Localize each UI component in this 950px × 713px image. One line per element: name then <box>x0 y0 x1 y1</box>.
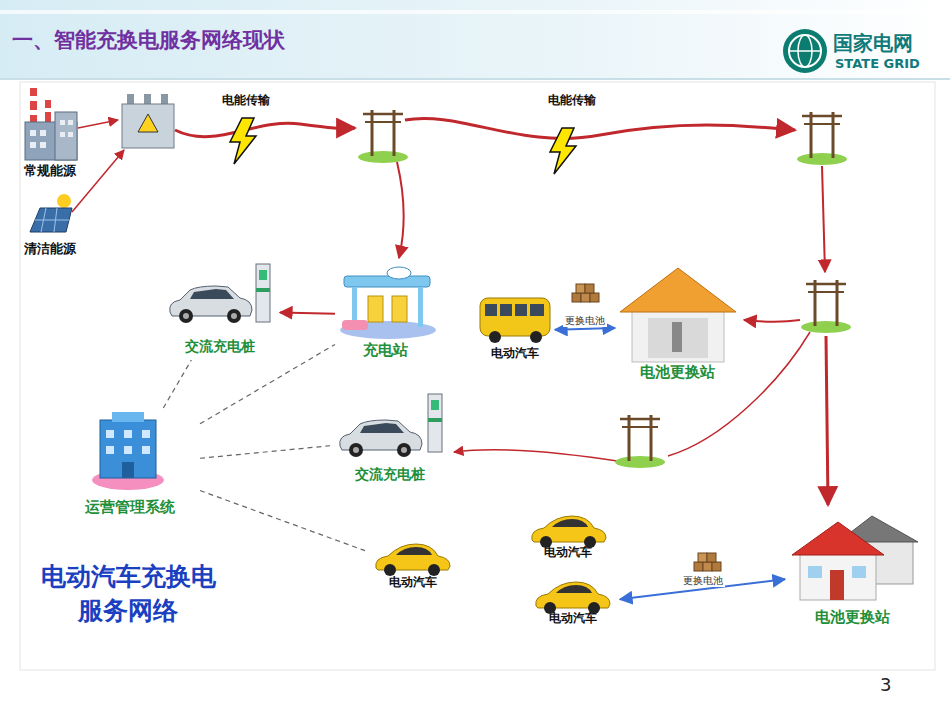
node-label: 电动汽车 <box>520 546 615 560</box>
logo-text: STATE GRID <box>835 56 920 71</box>
page-number: 3 <box>880 674 891 695</box>
node-label: 充电站 <box>335 342 435 359</box>
ac-charger-icon <box>170 264 270 323</box>
slide-title: 一、智能充换电服务网络现状 <box>12 26 285 54</box>
swap-station: 电池更换站 <box>785 510 920 632</box>
charging-station: 充电站 <box>335 265 435 365</box>
lightning-symbol <box>550 128 576 174</box>
energy-source: 常规能源 <box>15 85 85 185</box>
ac-charger: 交流充电桩 <box>330 392 450 488</box>
lightning-symbol <box>230 118 256 164</box>
swap-station: 电池更换站 <box>615 265 740 387</box>
power-lines <box>72 118 828 505</box>
ev-car-icon <box>532 516 606 548</box>
node-label: 电池更换站 <box>615 364 740 381</box>
transformer-icon <box>122 94 174 148</box>
electric-vehicle: 电动汽车 <box>520 512 615 566</box>
swap-station-icon <box>620 268 736 362</box>
connector <box>200 344 335 423</box>
node-label: 电动汽车 <box>525 612 620 626</box>
utility-pole <box>801 280 851 333</box>
connector <box>555 328 615 330</box>
node-label: 交流充电桩 <box>160 338 280 354</box>
edge-label: 更换电池 <box>681 575 725 587</box>
utility-pole <box>797 112 847 165</box>
bus-icon <box>480 298 550 343</box>
transmission-label: 电能传输 <box>222 92 270 109</box>
transmission-label: 电能传输 <box>548 92 596 109</box>
battery-icon <box>572 284 599 302</box>
connector <box>163 360 191 408</box>
header-band <box>0 0 950 80</box>
swap-station-icon <box>792 516 918 600</box>
picture-frame <box>20 82 935 670</box>
energy-source: 清洁能源 <box>15 195 85 263</box>
factory-icon <box>25 88 77 160</box>
node-label: 交流充电桩 <box>330 466 450 482</box>
node-label: 常规能源 <box>15 164 85 179</box>
utility-pole <box>615 415 665 468</box>
node-label: 清洁能源 <box>15 242 85 257</box>
node-label: 电池更换站 <box>785 609 920 626</box>
electric-vehicle: 电动汽车 <box>475 295 555 367</box>
battery-icon <box>694 553 721 571</box>
ev-car-icon <box>376 544 450 576</box>
management-system: 运营管理系统 <box>60 408 200 522</box>
caption-text: 电动汽车充换电 服务网络 <box>28 560 228 628</box>
connector <box>280 312 335 313</box>
node-label: 电动汽车 <box>365 576 460 590</box>
connector <box>200 491 365 551</box>
management-building-icon <box>92 412 164 490</box>
electric-vehicle: 电动汽车 <box>365 540 460 596</box>
solar-icon <box>30 194 72 232</box>
logo-text: 国家电网 <box>833 30 913 57</box>
node-label: 运营管理系统 <box>60 499 200 516</box>
ac-charger: 交流充电桩 <box>160 262 280 360</box>
edge-label: 更换电池 <box>563 315 607 327</box>
node-label: 电动汽车 <box>475 347 555 361</box>
ac-charger-icon <box>340 394 442 457</box>
electric-vehicle: 电动汽车 <box>525 578 620 632</box>
charging-station-icon <box>340 267 436 339</box>
utility-pole <box>358 110 408 163</box>
connector <box>200 446 330 459</box>
ev-car-icon <box>536 582 610 614</box>
logo-emblem <box>783 29 827 73</box>
